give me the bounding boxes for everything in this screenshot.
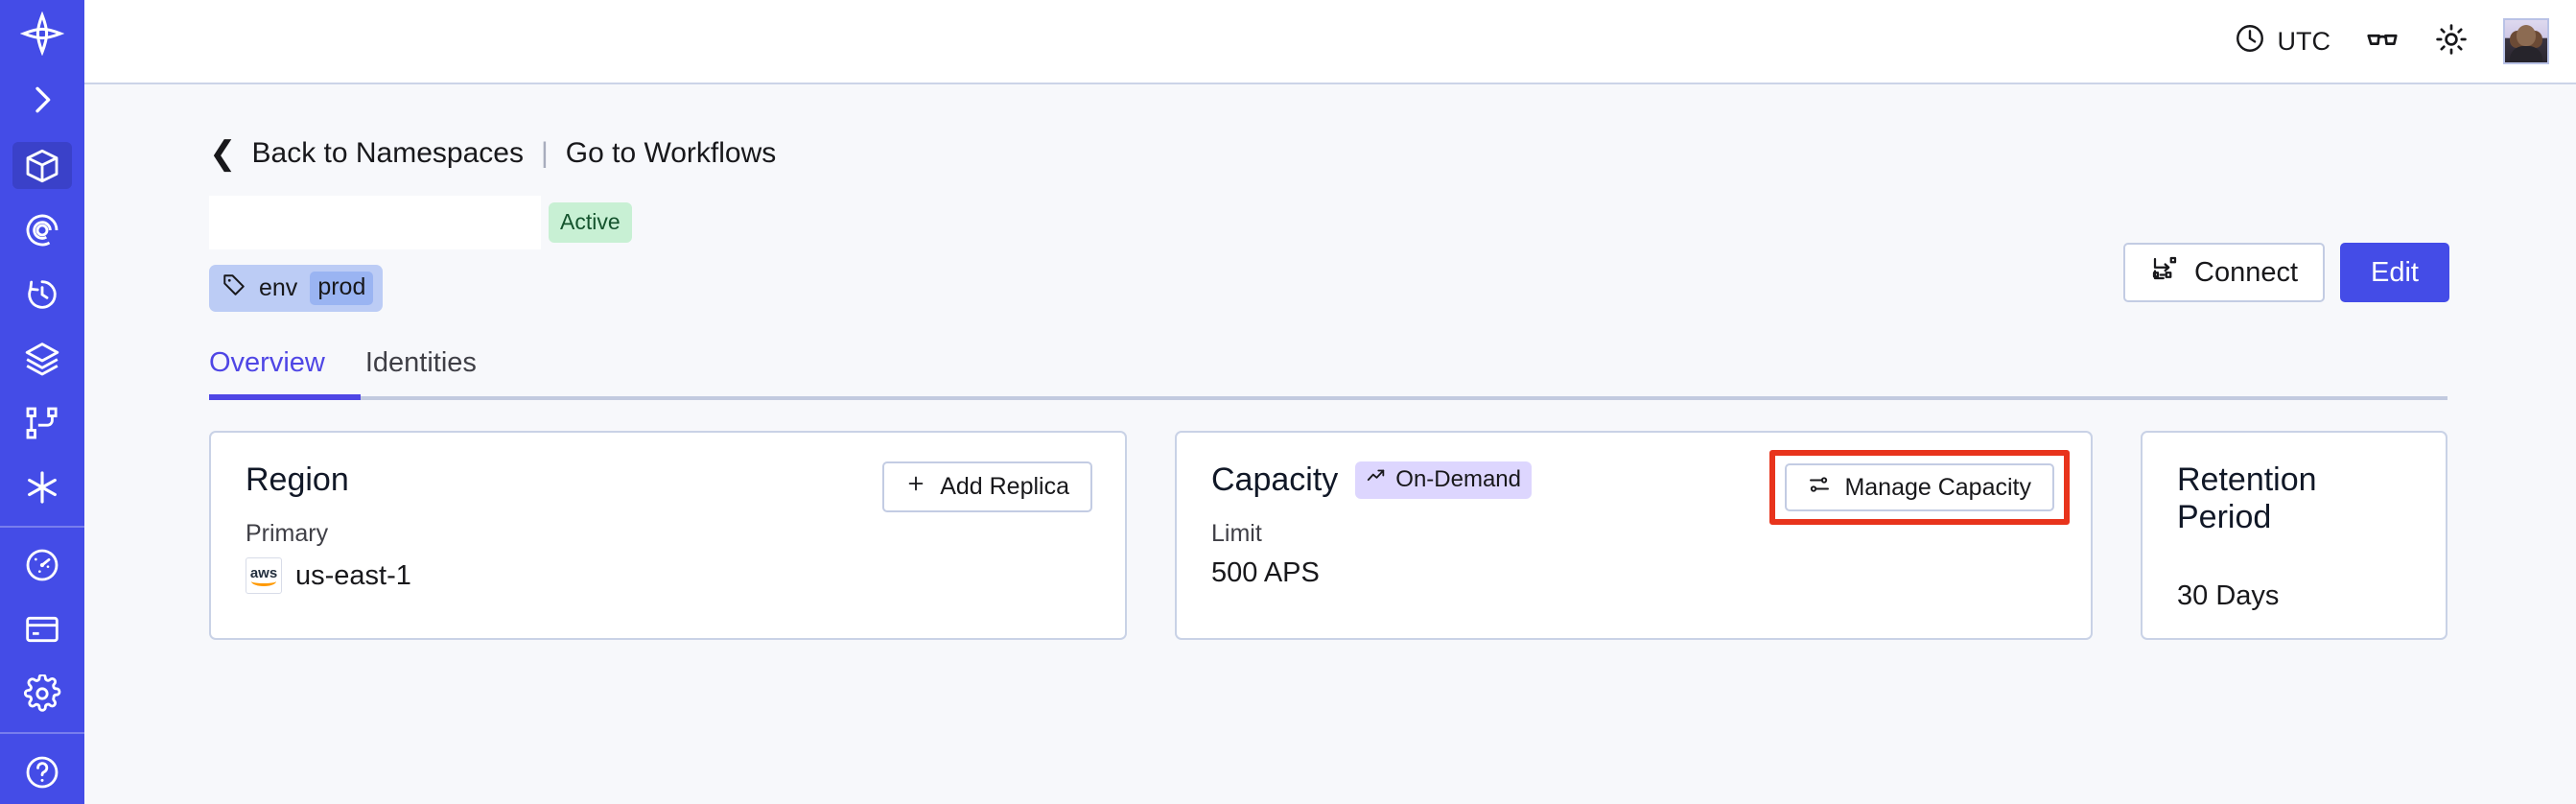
eye-spiral-icon (23, 211, 61, 249)
region-primary-value: us-east-1 (295, 559, 411, 591)
sidebar-item-observability[interactable] (12, 206, 72, 253)
region-card: Region Add Replica Primary aws us-e (209, 431, 1127, 640)
breadcrumb-back-link[interactable]: Back to Namespaces (251, 137, 524, 169)
capacity-card-title: Capacity (1211, 461, 1339, 498)
header-actions: UTC (2234, 18, 2549, 64)
plus-icon (905, 473, 926, 501)
timezone-selector[interactable]: UTC (2234, 22, 2331, 61)
credit-card-icon (23, 610, 61, 649)
retention-value: 30 Days (2177, 580, 2280, 611)
cube-icon (23, 147, 61, 185)
timezone-label: UTC (2277, 26, 2331, 56)
connect-icon (2150, 254, 2179, 291)
retention-card: Retention Period 30 Days (2141, 431, 2447, 640)
sidebar-item-help[interactable] (12, 748, 72, 795)
aws-logo: aws (246, 557, 282, 594)
content-wrapper: ❮ Back to Namespaces | Go to Workflows A… (84, 86, 2576, 640)
region-card-title: Region (246, 461, 349, 498)
sidebar-item-billing[interactable] (12, 606, 72, 653)
retention-card-title: Retention Period (2177, 461, 2317, 535)
sidebar-expand-button[interactable] (0, 67, 84, 134)
sidebar-item-namespaces[interactable] (12, 142, 72, 190)
tab-overview[interactable]: Overview (209, 347, 325, 378)
chevron-right-icon (23, 81, 61, 119)
retention-card-header: Retention Period (2177, 461, 2413, 536)
chevron-left-icon: ❮ (209, 135, 237, 172)
sidebar (0, 0, 84, 804)
tab-underline-active (209, 394, 361, 400)
capacity-card: Capacity On-Demand (1175, 431, 2093, 640)
help-circle-icon (23, 753, 61, 792)
clock-history-icon (23, 275, 61, 314)
sidebar-item-schedules[interactable] (12, 271, 72, 318)
sidebar-item-settings[interactable] (12, 671, 72, 718)
overview-cards: Region Add Replica Primary aws us-e (209, 431, 2449, 640)
breadcrumb-workflows-link[interactable]: Go to Workflows (565, 137, 777, 169)
add-replica-label: Add Replica (940, 473, 1069, 500)
temporal-logo-icon (20, 11, 64, 56)
tab-identities[interactable]: Identities (364, 347, 477, 378)
capacity-limit-value: 500 APS (1211, 557, 1320, 588)
capacity-mode-badge: On-Demand (1355, 461, 1533, 499)
trend-up-icon (1366, 465, 1387, 493)
region-primary-label: Primary (246, 520, 329, 547)
tag-key: env (259, 274, 298, 301)
avatar[interactable] (2503, 18, 2549, 64)
connect-label: Connect (2194, 256, 2299, 288)
manage-capacity-annotation: Manage Capacity (1769, 450, 2070, 525)
tab-bar: Overview Identities (209, 347, 2449, 400)
tab-underline-track (209, 396, 2447, 400)
git-branch-icon (23, 404, 61, 442)
sidebar-item-usage[interactable] (12, 542, 72, 589)
tag-icon (222, 272, 246, 304)
namespace-tags: env prod (209, 265, 2449, 312)
theme-toggle-button[interactable] (2434, 22, 2469, 61)
region-card-header: Region (246, 461, 1092, 499)
namespace-title-row: Active (209, 196, 2449, 249)
add-replica-action: Add Replica (882, 461, 1092, 512)
gear-icon (23, 674, 61, 713)
sidebar-divider-top (0, 525, 84, 528)
main-content: ❮ Back to Namespaces | Go to Workflows A… (84, 86, 2576, 804)
glasses-icon (2365, 22, 2400, 61)
capacity-mode-label: On-Demand (1395, 465, 1522, 492)
manage-capacity-label: Manage Capacity (1844, 473, 2031, 501)
top-header: UTC (84, 0, 2576, 84)
sliders-icon (1808, 473, 1831, 503)
capacity-card-header: Capacity On-Demand (1211, 461, 2058, 499)
edit-button[interactable]: Edit (2340, 243, 2449, 302)
page-title (209, 196, 541, 249)
tag-chip-env[interactable]: env prod (209, 265, 384, 312)
tag-value: prod (310, 272, 374, 305)
sidebar-item-batch-operations[interactable] (12, 336, 72, 383)
manage-capacity-button[interactable]: Manage Capacity (1785, 463, 2054, 511)
clock-icon (2234, 22, 2266, 61)
accessibility-button[interactable] (2365, 22, 2400, 61)
app-logo[interactable] (0, 0, 84, 67)
layers-icon (23, 340, 61, 378)
capacity-limit-label: Limit (1211, 520, 1262, 547)
connect-button[interactable]: Connect (2123, 243, 2326, 302)
add-replica-button[interactable]: Add Replica (882, 461, 1092, 512)
sidebar-divider-bottom (0, 731, 84, 734)
status-badge: Active (549, 202, 632, 243)
gauge-icon (23, 546, 61, 584)
asterisk-icon (23, 468, 61, 507)
namespace-actions: Connect Edit (2123, 243, 2449, 302)
breadcrumb[interactable]: ❮ Back to Namespaces | Go to Workflows (209, 86, 776, 170)
sidebar-item-nexus[interactable] (12, 400, 72, 447)
sun-icon (2434, 22, 2469, 61)
sidebar-item-integrations[interactable] (12, 464, 72, 511)
region-primary-value-row: aws us-east-1 (246, 557, 1092, 594)
breadcrumb-separator: | (540, 137, 549, 169)
